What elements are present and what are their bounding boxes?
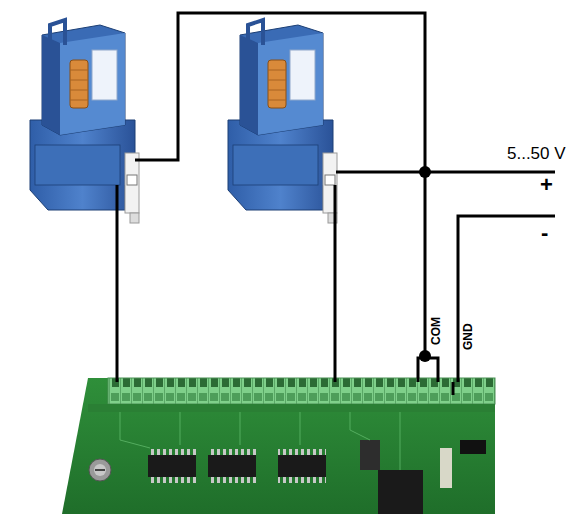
pin-name: COM [430, 317, 442, 345]
supply-voltage: 5...50 V [507, 145, 566, 162]
pin-name: GND [462, 323, 474, 350]
plus-terminal: + [540, 174, 553, 196]
minus-terminal: - [541, 222, 548, 244]
